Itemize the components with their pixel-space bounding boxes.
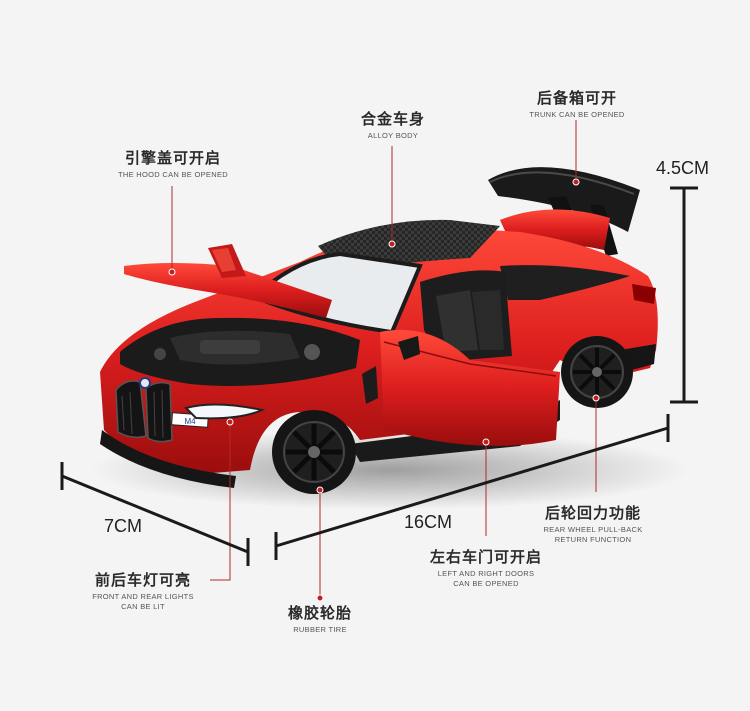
front-grille [115,377,173,443]
label-lights: 前后车灯可亮 FRONT AND REAR LIGHTS CAN BE LIT [80,569,206,612]
label-trunk: 后备箱可开 TRUNK CAN BE OPENED [518,87,636,120]
label-tire-zh: 橡胶轮胎 [287,604,352,622]
label-pullback-en1: REAR WHEEL PULL-BACK [543,525,643,534]
open-hood [124,244,332,318]
label-pullback: 后轮回力功能 REAR WHEEL PULL-BACK RETURN FUNCT… [530,502,656,545]
label-lights-en2: CAN BE LIT [121,602,165,611]
leader-lines [171,120,597,598]
front-bumper [100,430,236,488]
label-doors: 左右车门可开启 LEFT AND RIGHT DOORS CAN BE OPEN… [420,546,552,589]
label-lights-en1: FRONT AND REAR LIGHTS [92,592,194,601]
label-pullback-zh: 后轮回力功能 [544,504,641,522]
open-door [380,329,560,446]
label-tire: 橡胶轮胎 RUBBER TIRE [272,602,368,635]
dimension-width-label: 7CM [104,516,143,536]
engine-bay [120,317,360,386]
label-doors-zh: 左右车门可开启 [429,548,542,566]
label-hood-zh: 引擎盖可开启 [124,149,221,167]
plate-text: M4 [184,417,196,426]
dimension-width [60,462,250,566]
label-body-zh: 合金车身 [360,110,425,128]
leader-dots [168,178,600,602]
label-pullback-en2: RETURN FUNCTION [554,535,632,544]
dimension-height-label: 4.5CM [656,158,710,178]
label-lights-zh: 前后车灯可亮 [94,571,191,589]
label-doors-en2: CAN BE OPENED [453,579,519,588]
rear-window [500,265,630,300]
dimension-length [274,414,670,560]
label-doors-en1: LEFT AND RIGHT DOORS [437,569,535,578]
side-vent [362,366,378,404]
leader-lights [210,422,231,581]
front-wheel [272,410,356,494]
label-body-en: ALLOY BODY [367,131,419,140]
headlight [184,403,266,420]
label-body: 合金车身 ALLOY BODY [345,108,441,141]
dimension-length-label: 16CM [404,512,453,532]
label-hood: 引擎盖可开启 THE HOOD CAN BE OPENED [108,147,238,180]
rear-wheel [561,336,633,408]
dimension-height [670,186,698,404]
label-trunk-en: TRUNK CAN BE OPENED [529,110,625,119]
label-tire-en: RUBBER TIRE [293,625,347,634]
label-trunk-zh: 后备箱可开 [536,89,617,107]
label-hood-en: THE HOOD CAN BE OPENED [118,170,228,179]
tail-light [632,284,656,304]
